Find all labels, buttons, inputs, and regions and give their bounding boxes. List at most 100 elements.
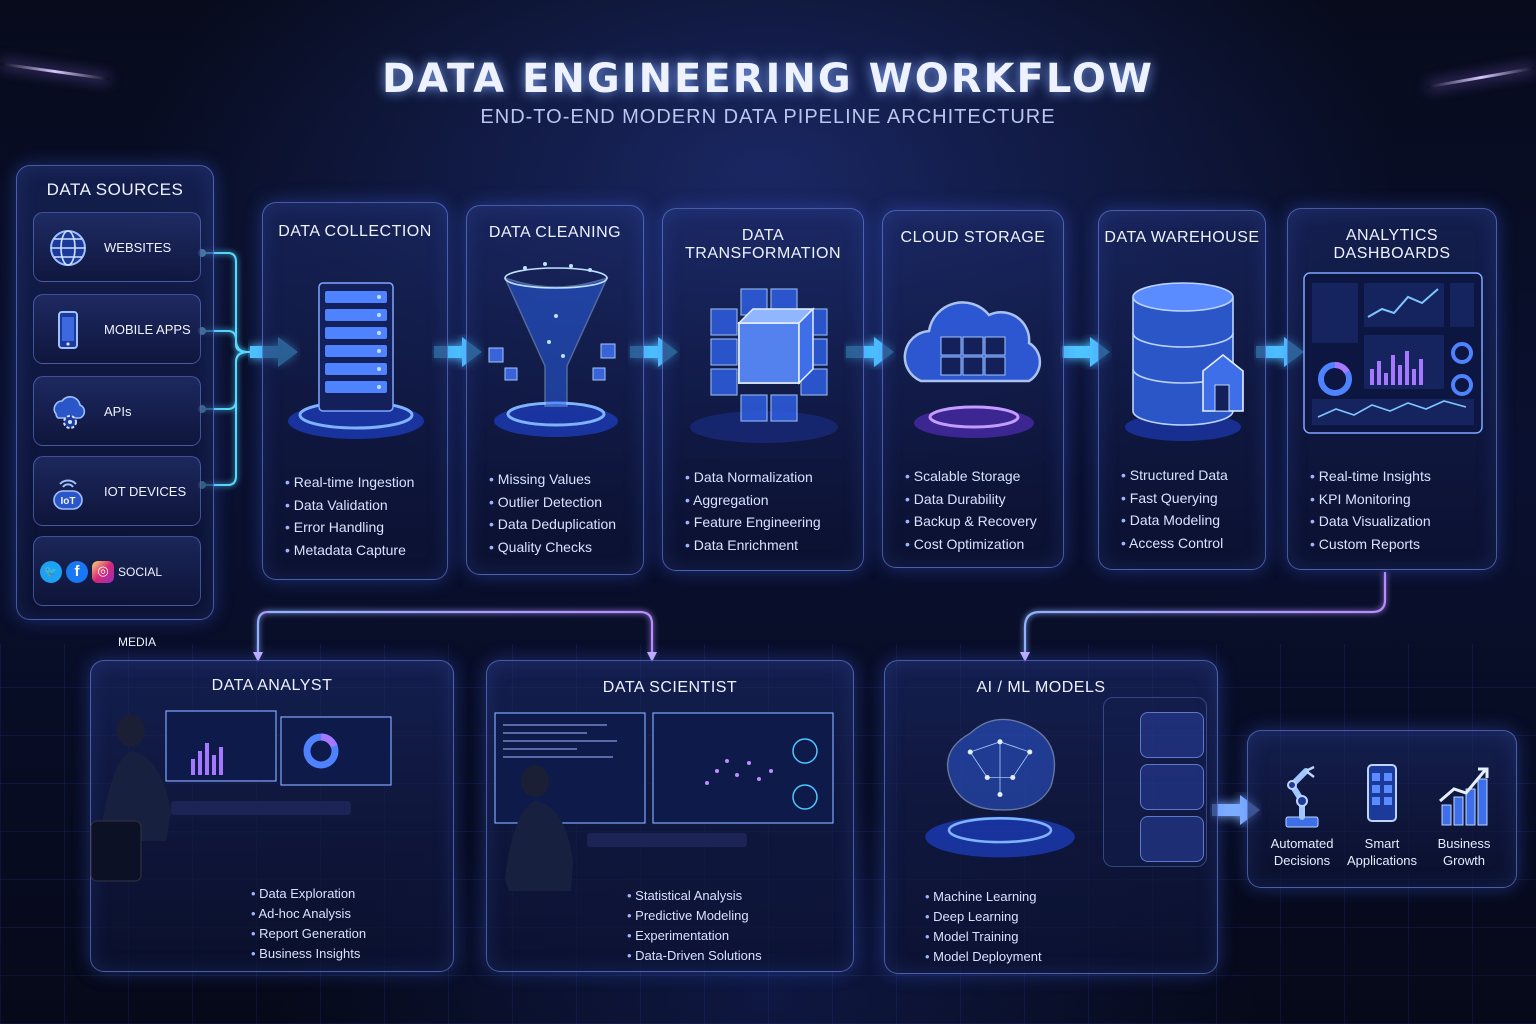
feature-item: Cost Optimization bbox=[905, 533, 1053, 556]
page-subtitle: END-TO-END MODERN DATA PIPELINE ARCHITEC… bbox=[480, 106, 1056, 128]
page-title: DATA ENGINEERING WORKFLOW bbox=[381, 56, 1155, 102]
network-node-icon bbox=[1140, 816, 1204, 862]
feature-item: Scalable Storage bbox=[905, 465, 1053, 488]
outcome-automated-decisions: Automated Decisions bbox=[1262, 761, 1342, 869]
feature-item: Error Handling bbox=[285, 516, 437, 539]
stage-feature-list: Data Normalization Aggregation Feature E… bbox=[685, 466, 853, 556]
consumer-title: DATA SCIENTIST bbox=[602, 679, 738, 696]
growth-chart-icon bbox=[1439, 767, 1489, 826]
source-label: APIs bbox=[104, 404, 132, 419]
feature-item: Data Enrichment bbox=[685, 534, 853, 557]
source-item-mobile-apps[interactable]: MOBILE APPS bbox=[33, 294, 201, 364]
feature-item: Data Durability bbox=[905, 488, 1053, 511]
server-rack-icon bbox=[288, 282, 424, 439]
source-item-apis[interactable]: APIs bbox=[33, 376, 201, 446]
ml-node-icons bbox=[1103, 697, 1207, 867]
feature-item: Business Insights bbox=[251, 944, 443, 964]
feature-item: Data Visualization bbox=[1310, 510, 1486, 533]
stage-title: DATA TRANSFORMATION bbox=[684, 227, 842, 262]
source-label: IOT DEVICES bbox=[104, 484, 187, 499]
outcomes-panel: Automated Decisions Smart Applications B… bbox=[1247, 730, 1517, 888]
data-sources-title: DATA SOURCES bbox=[46, 180, 184, 199]
analyst-workstation-icon bbox=[90, 710, 392, 882]
stage-panel-data-collection: DATA COLLECTION Real-time Ingestion Data… bbox=[262, 202, 448, 580]
feature-item: Metadata Capture bbox=[285, 539, 437, 562]
source-item-websites[interactable]: WEBSITES bbox=[33, 212, 201, 282]
consumer-panel-data-scientist: DATA SCIENTIST Statistical Analysis Pred… bbox=[486, 660, 854, 972]
feature-item: Model Deployment bbox=[925, 947, 1207, 967]
feature-item: Model Training bbox=[925, 927, 1207, 947]
stage-title: DATA CLEANING bbox=[488, 224, 622, 241]
outcome-label: Business Growth bbox=[1437, 836, 1491, 868]
stage-feature-list: Missing Values Outlier Detection Data De… bbox=[489, 468, 633, 558]
feature-item: Deep Learning bbox=[925, 907, 1207, 927]
source-label: WEBSITES bbox=[104, 240, 172, 255]
stage-title: ANALYTICS DASHBOARDS bbox=[1333, 227, 1451, 262]
globe-icon bbox=[50, 230, 86, 266]
feature-item: Data Deduplication bbox=[489, 513, 633, 536]
smartphone-icon bbox=[58, 311, 78, 349]
feature-item: Data Exploration bbox=[251, 884, 443, 904]
bird-icon: 🐦 bbox=[40, 561, 62, 583]
feature-item: Data Modeling bbox=[1121, 509, 1255, 532]
stage-feature-list: Scalable Storage Data Durability Backup … bbox=[905, 465, 1053, 555]
consumer-connector-lines bbox=[256, 570, 1387, 656]
cloud-icon bbox=[903, 301, 1042, 438]
smart-app-icon bbox=[1367, 764, 1397, 822]
feature-item: Statistical Analysis bbox=[627, 886, 843, 906]
feature-item: Missing Values bbox=[489, 468, 633, 491]
stage-feature-list: Structured Data Fast Querying Data Model… bbox=[1121, 464, 1255, 554]
stage-title: DATA WAREHOUSE bbox=[1104, 229, 1260, 246]
feature-item: Access Control bbox=[1121, 532, 1255, 555]
outcome-smart-applications: Smart Applications bbox=[1342, 761, 1422, 869]
feature-item: Custom Reports bbox=[1310, 533, 1486, 556]
funnel-icon bbox=[488, 262, 618, 437]
feature-item: KPI Monitoring bbox=[1310, 488, 1486, 511]
feature-item: Experimentation bbox=[627, 926, 843, 946]
stage-title: DATA COLLECTION bbox=[278, 223, 432, 240]
database-icon bbox=[1125, 282, 1244, 441]
feature-item: Data-Driven Solutions bbox=[627, 946, 843, 966]
feature-item: Predictive Modeling bbox=[627, 906, 843, 926]
outcome-business-growth: Business Growth bbox=[1424, 761, 1504, 869]
scientist-workstation-icon bbox=[494, 712, 834, 891]
feature-item: Data Normalization bbox=[685, 466, 853, 489]
stage-feature-list: Real-time Insights KPI Monitoring Data V… bbox=[1310, 465, 1486, 555]
feature-item: Real-time Insights bbox=[1310, 465, 1486, 488]
consumer-title: DATA ANALYST bbox=[211, 677, 333, 694]
feature-item: Quality Checks bbox=[489, 536, 633, 559]
feature-item: Ad-hoc Analysis bbox=[251, 904, 443, 924]
source-label: MOBILE APPS bbox=[104, 322, 191, 337]
api-gear-icon bbox=[53, 396, 86, 429]
feature-item: Fast Querying bbox=[1121, 487, 1255, 510]
robot-arm-icon bbox=[1285, 765, 1319, 828]
brain-icon bbox=[925, 718, 1075, 858]
feature-item: Feature Engineering bbox=[685, 511, 853, 534]
feature-item: Report Generation bbox=[251, 924, 443, 944]
consumer-panel-ai-ml-models: AI / ML MODELS Machine Learning Deep Lea… bbox=[884, 660, 1218, 974]
feature-item: Data Validation bbox=[285, 494, 437, 517]
stage-panel-analytics-dashboards: ANALYTICS DASHBOARDS Real-time Insights … bbox=[1287, 208, 1497, 570]
social-icons: 🐦 f ◎ bbox=[40, 561, 114, 583]
source-item-iot-devices[interactable]: IoT IOT DEVICES bbox=[33, 456, 201, 526]
outcome-label: Automated Decisions bbox=[1270, 836, 1334, 868]
network-node-icon bbox=[1140, 712, 1204, 758]
feature-item: Structured Data bbox=[1121, 464, 1255, 487]
stage-feature-list: Real-time Ingestion Data Validation Erro… bbox=[285, 471, 437, 561]
camera-icon: ◎ bbox=[92, 561, 114, 583]
network-node-icon bbox=[1140, 764, 1204, 810]
stage-panel-data-warehouse: DATA WAREHOUSE Structured Data Fast Quer… bbox=[1098, 210, 1266, 570]
source-connector-lines bbox=[202, 252, 280, 486]
iot-icon: IoT bbox=[53, 479, 83, 510]
outcome-label: Smart Applications bbox=[1346, 836, 1418, 868]
feature-item: Outlier Detection bbox=[489, 491, 633, 514]
dashboard-icon bbox=[1303, 272, 1483, 434]
f-logo-icon: f bbox=[66, 561, 88, 583]
data-sources-panel: DATA SOURCES WEBSITES MOBILE APPS APIs bbox=[16, 165, 214, 649]
source-item-social-media[interactable]: 🐦 f ◎ SOCIAL MEDIA bbox=[33, 536, 201, 649]
stage-panel-data-cleaning: DATA CLEANING Missing Values Outlier Det… bbox=[466, 205, 644, 575]
consumer-title: AI / ML MODELS bbox=[976, 679, 1106, 696]
consumer-feature-list: Machine Learning Deep Learning Model Tra… bbox=[925, 887, 1207, 967]
feature-item: Machine Learning bbox=[925, 887, 1207, 907]
